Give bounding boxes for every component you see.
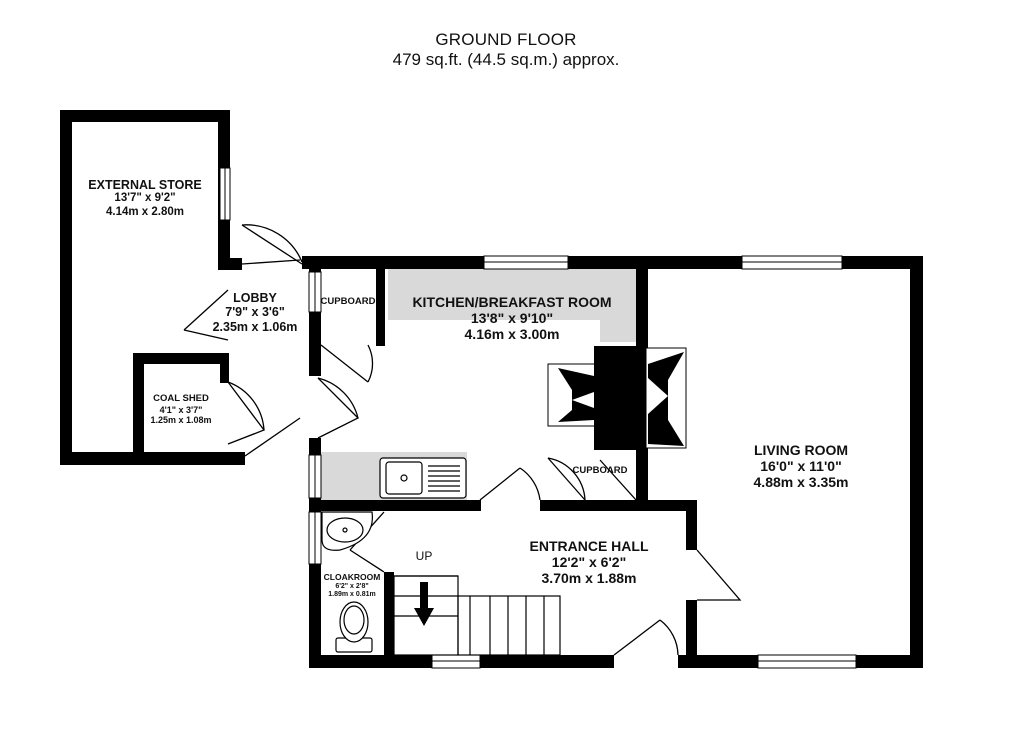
room-label-external-store: EXTERNAL STORE 13'7" x 9'2" 4.14m x 2.80… [88,178,201,219]
kitchen-sink [379,457,467,499]
room-name: COAL SHED [153,393,209,404]
room-name: LIVING ROOM [753,442,849,458]
room-size-metric: 4.14m x 2.80m [105,205,185,218]
room-label-kitchen: KITCHEN/BREAKFAST ROOM 13'8" x 9'10" 4.1… [412,294,611,342]
room-size-metric: 1.89m x 0.81m [328,590,376,598]
room-name: LOBBY [233,291,277,305]
room-label-entrance-hall: ENTRANCE HALL 12'2" x 6'2" 3.70m x 1.88m [530,538,649,586]
room-label-living-room: LIVING ROOM 16'0" x 11'0" 4.88m x 3.35m [754,442,849,490]
room-size-imperial: 7'9" x 3'6" [225,305,285,320]
windows [219,167,857,669]
stairs-arrow-icon [414,582,434,626]
room-size-metric: 4.88m x 3.35m [753,474,849,491]
room-size-metric: 4.16m x 3.00m [464,326,560,343]
cupboard-label-kitchen: CUPBOARD [320,296,376,307]
wash-basin [321,511,373,551]
dining-table [547,346,687,450]
room-name: KITCHEN/BREAKFAST ROOM [412,294,612,310]
room-label-cloakroom: CLOAKROOM 6'2" x 2'8" 1.89m x 0.81m [323,572,381,599]
room-label-lobby: LOBBY 7'9" x 3'6" 2.35m x 1.06m [213,291,298,334]
room-size-imperial: 16'0" x 11'0" [760,458,842,475]
room-label-coal-shed: COAL SHED 4'1" x 3'7" 1.25m x 1.08m [150,393,212,426]
door-swings [183,224,742,656]
room-size-metric: 2.35m x 1.06m [212,319,298,334]
toilet [335,601,373,653]
room-name: CLOAKROOM [323,572,381,582]
room-size-imperial: 6'2" x 2'8" [335,582,369,590]
room-size-imperial: 13'8" x 9'10" [470,310,554,327]
room-size-imperial: 13'7" x 9'2" [114,192,176,205]
cupboard-label-hall: CUPBOARD [572,465,628,476]
room-name: EXTERNAL STORE [88,178,202,192]
stairs-up-label: UP [415,549,433,563]
room-size-imperial: 12'2" x 6'2" [551,554,627,571]
room-size-metric: 1.25m x 1.08m [150,415,212,426]
room-name: ENTRANCE HALL [529,538,649,554]
room-size-imperial: 4'1" x 3'7" [159,404,203,415]
room-size-metric: 3.70m x 1.88m [541,570,637,587]
